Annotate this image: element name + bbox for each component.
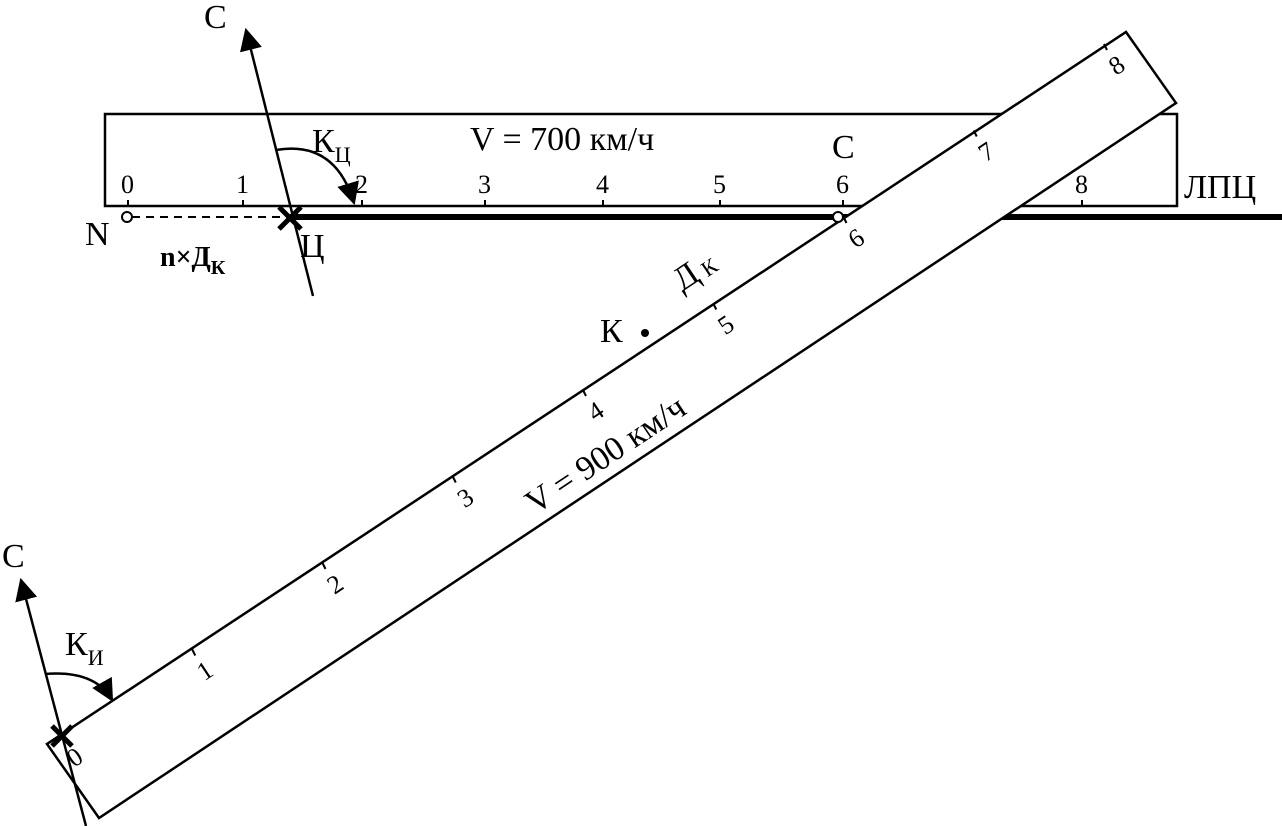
point-n: N [85,211,133,253]
north-label-bottom: С [2,538,25,575]
diag-tick-6 [842,216,848,224]
point-c-label: С [832,129,855,166]
top-tick-label-4: 4 [596,170,609,199]
point-ts-label: Ц [300,228,325,265]
diag-tick-8 [1103,43,1108,51]
top-tick-label-2: 2 [355,170,368,199]
diag-tick-1 [191,649,197,656]
interceptor-course-label: КИ [65,626,104,670]
diagonal-ruler-body [45,30,1178,820]
top-tick-label-0: 0 [121,170,134,199]
point-n-label: N [85,216,110,253]
top-tick-label-5: 5 [713,170,726,199]
top-tick-label-6: 6 [836,170,849,199]
diag-tick-7 [972,130,978,137]
interceptor-north-arrow: С КИ [2,538,114,826]
top-tick-label-3: 3 [478,170,491,199]
point-c: С [832,129,855,223]
north-label-top: С [204,0,227,36]
diag-tick-4 [582,389,587,397]
interceptor-cross-icon [50,724,74,748]
target-cross-icon [277,205,303,231]
top-ruler-body [103,112,1179,208]
point-k: К [600,313,649,350]
extrapolation-label: n×ДК [160,242,226,279]
lpc-label: ЛПЦ [1184,169,1256,206]
distance-label: ДК [666,243,723,298]
target-course-label: КЦ [312,123,351,167]
target-course-arc [275,147,359,206]
diag-tick-3 [451,476,457,483]
diag-tick-2 [321,562,327,570]
point-ts: Ц [277,205,325,265]
top-tick-label-1: 1 [236,170,249,199]
diag-tick-5 [712,303,718,310]
point-k-label: К [600,313,623,350]
top-speed-label: V = 700 км/ч [470,121,654,158]
interceptor-course-arc [44,672,114,702]
target-north-arrow: С КЦ [204,0,359,297]
top-tick-label-8: 8 [1075,170,1088,199]
